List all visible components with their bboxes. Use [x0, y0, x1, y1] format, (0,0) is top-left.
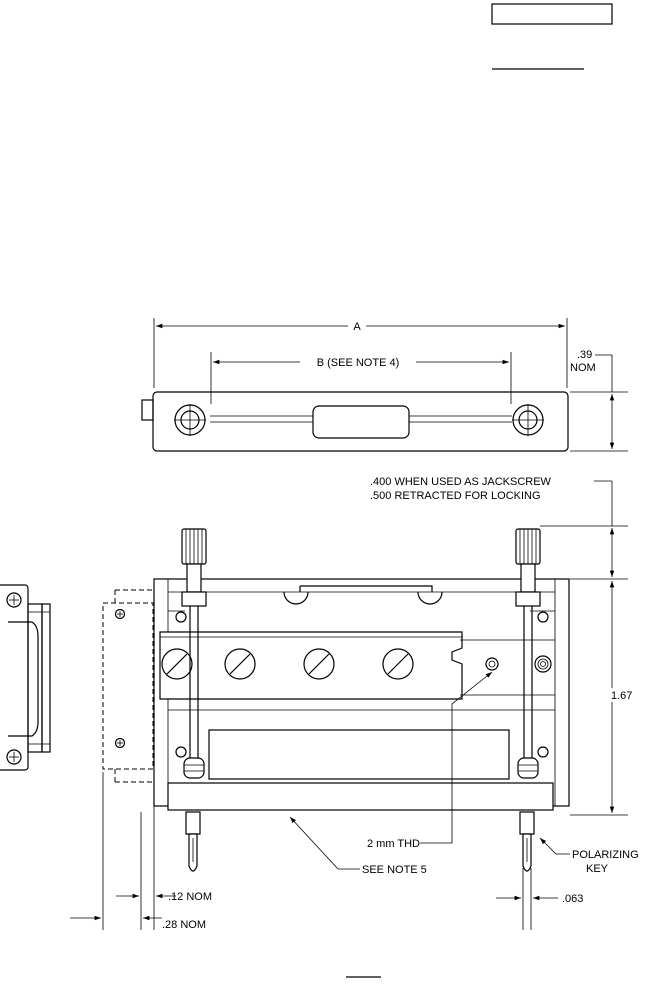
dim-167-label: 1.67: [611, 690, 632, 702]
header-box: [491, 3, 613, 25]
header-block: [491, 3, 613, 70]
jackscrew-note-line1: .400 WHEN USED AS JACKSCREW: [370, 476, 552, 488]
thread-label: 2 mm THD: [367, 838, 420, 850]
dashed-panel-outline: [102, 602, 154, 770]
top-view-center-block: [312, 405, 410, 439]
see-note5-label: SEE NOTE 5: [362, 864, 427, 876]
screw-4: [382, 648, 414, 680]
front-view: .400 WHEN USED AS JACKSCREW .500 RETRACT…: [70, 476, 639, 931]
screw-1: [161, 648, 193, 680]
dim-063-label: .063: [562, 893, 583, 905]
jackscrew-note-line2: .500 RETRACTED FOR LOCKING: [370, 490, 541, 502]
screw-3: [303, 648, 335, 680]
polarizing-label-line2: KEY: [586, 863, 609, 875]
dim-39-unit: NOM: [570, 362, 596, 374]
polarizing-label-line1: POLARIZING: [572, 849, 639, 861]
dim-28-label: .28 NOM: [162, 919, 206, 931]
screw-2: [224, 648, 256, 680]
bottom-rail: [167, 782, 554, 811]
side-view: [0, 584, 51, 771]
dim-b-label: B (SEE NOTE 4): [317, 357, 400, 369]
top-view: A B (SEE NOTE 4) .39 NOM: [141, 318, 628, 452]
dim-39-label: .39: [577, 349, 592, 361]
right-jackscrew: [515, 528, 541, 872]
left-jackscrew: [181, 528, 207, 872]
dim-12-label: .12 NOM: [168, 891, 212, 903]
dim-a-label: A: [353, 321, 361, 333]
top-view-body: [152, 391, 569, 452]
